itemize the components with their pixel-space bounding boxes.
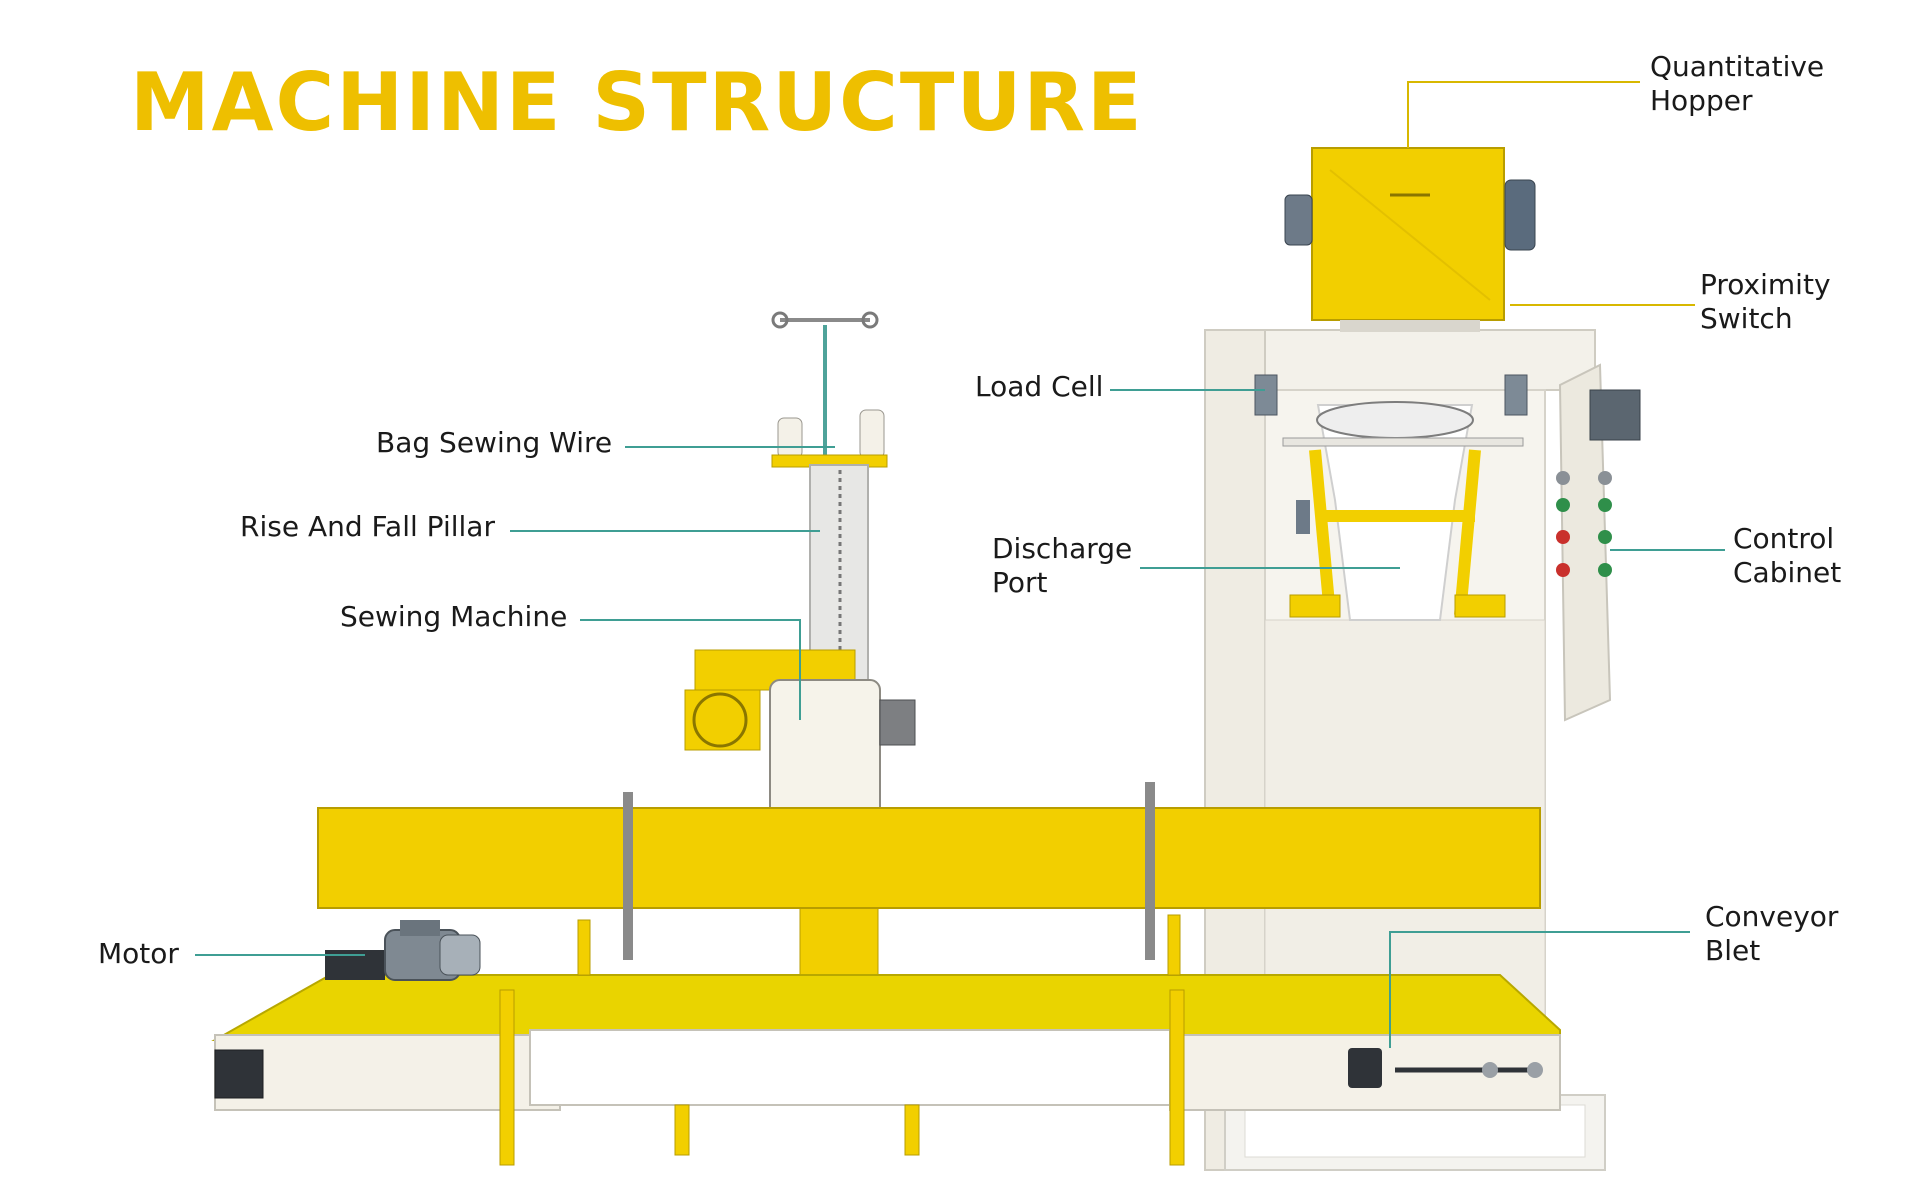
motor bbox=[325, 920, 481, 981]
label-line: Load Cell bbox=[975, 370, 1104, 403]
control-cabinet bbox=[1556, 363, 1641, 722]
bag-sewing-wire-spools bbox=[777, 409, 885, 459]
label-discharge-port: Discharge Port bbox=[992, 532, 1132, 600]
label-line: Sewing Machine bbox=[340, 600, 568, 633]
label-quantitative-hopper: Quantitative Hopper bbox=[1650, 50, 1824, 118]
support-beam bbox=[317, 807, 1541, 909]
label-line: Control bbox=[1733, 522, 1835, 555]
load-cells bbox=[1254, 374, 1528, 447]
label-line: Motor bbox=[98, 937, 179, 970]
conveyor-belt bbox=[211, 914, 1561, 1166]
label-control-cabinet: Control Cabinet bbox=[1733, 522, 1841, 590]
discharge-port bbox=[1289, 449, 1506, 618]
label-line: Proximity bbox=[1700, 268, 1831, 301]
label-line: Bag Sewing Wire bbox=[376, 426, 613, 459]
label-line: Rise And Fall Pillar bbox=[240, 510, 495, 543]
label-rise-and-fall-pillar: Rise And Fall Pillar bbox=[240, 510, 495, 544]
label-line: Discharge bbox=[992, 532, 1133, 565]
label-line: Blet bbox=[1705, 934, 1761, 967]
label-sewing-machine: Sewing Machine bbox=[340, 600, 567, 634]
label-line: Cabinet bbox=[1733, 556, 1842, 589]
label-line: Switch bbox=[1700, 302, 1793, 335]
page-title: MACHINE STRUCTURE bbox=[130, 56, 1144, 149]
label-proximity-switch: Proximity Switch bbox=[1700, 268, 1831, 336]
label-line: Hopper bbox=[1650, 84, 1753, 117]
label-load-cell: Load Cell bbox=[975, 370, 1103, 404]
leader-lines bbox=[195, 81, 1725, 1048]
label-line: Port bbox=[992, 566, 1048, 599]
label-conveyor-belt: Conveyor Blet bbox=[1705, 900, 1838, 968]
label-line: Conveyor bbox=[1705, 900, 1839, 933]
label-bag-sewing-wire: Bag Sewing Wire bbox=[376, 426, 612, 460]
quantitative-hopper bbox=[1284, 147, 1536, 332]
label-motor: Motor bbox=[98, 937, 179, 971]
label-line: Quantitative bbox=[1650, 50, 1825, 83]
